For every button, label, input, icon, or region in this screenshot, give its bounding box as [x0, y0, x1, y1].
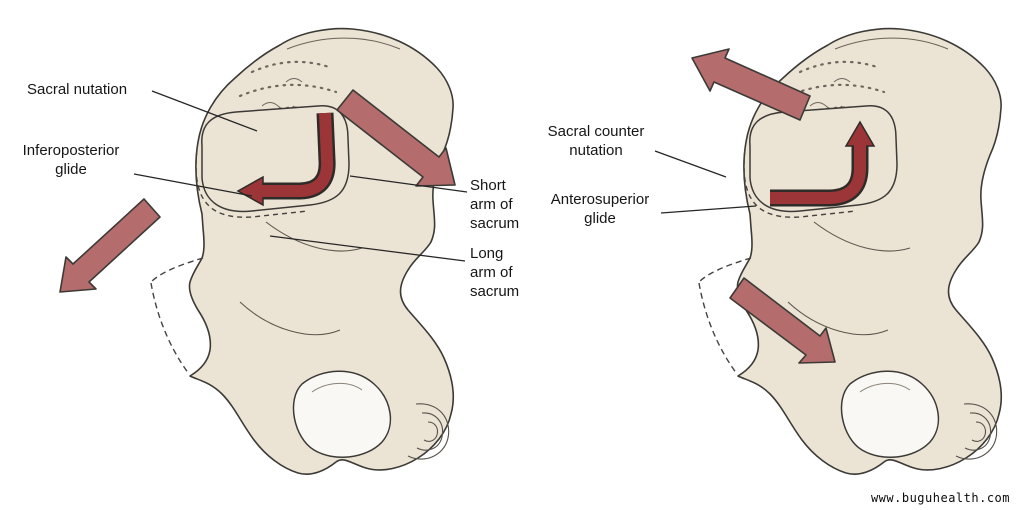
nutation-arrow-top — [336, 89, 456, 187]
sacrum-dashed-outline — [195, 149, 309, 218]
counternutation-arrow-top — [691, 48, 811, 121]
sacral-nutation-label: Sacral nutation — [27, 81, 128, 98]
short-arm-of-sacrum-label: Short arm of sacrum — [470, 177, 520, 232]
anterior-dashed-border — [150, 257, 204, 375]
inferoposterior-glide-arrow — [236, 112, 336, 207]
leader-sacral-nutation — [151, 90, 258, 132]
leader-long-arm — [269, 235, 466, 262]
foramen-inner-arc — [311, 383, 363, 393]
long-arm-of-sacrum-label: Long arm of sacrum — [470, 245, 520, 300]
leader-sacral-counter — [654, 150, 727, 178]
nutation-arrow-bottom — [59, 198, 161, 293]
anterosuperior-glide-label: Anterosuperior glide — [550, 191, 650, 227]
leader-anterosuperior-glide — [660, 205, 757, 214]
inferoposterior-glide-label: Inferoposterior glide — [22, 142, 120, 178]
ischial-tuberosity-rings — [407, 403, 450, 460]
bone-ridge-lines — [239, 221, 363, 336]
obturator-foramen — [292, 370, 392, 458]
sacral-counter-nutation-label: Sacral counter nutation — [547, 123, 645, 159]
counternutation-arrow-bottom — [729, 277, 836, 364]
leader-inferoposterior-glide — [133, 173, 253, 197]
watermark-text: www.buguhealth.com — [870, 491, 1010, 505]
anterosuperior-glide-arrow — [770, 120, 876, 207]
leader-lines — [133, 90, 757, 262]
pelvis-bone-left — [150, 27, 454, 475]
leader-short-arm — [349, 175, 468, 193]
iliac-crest-line — [286, 37, 401, 50]
